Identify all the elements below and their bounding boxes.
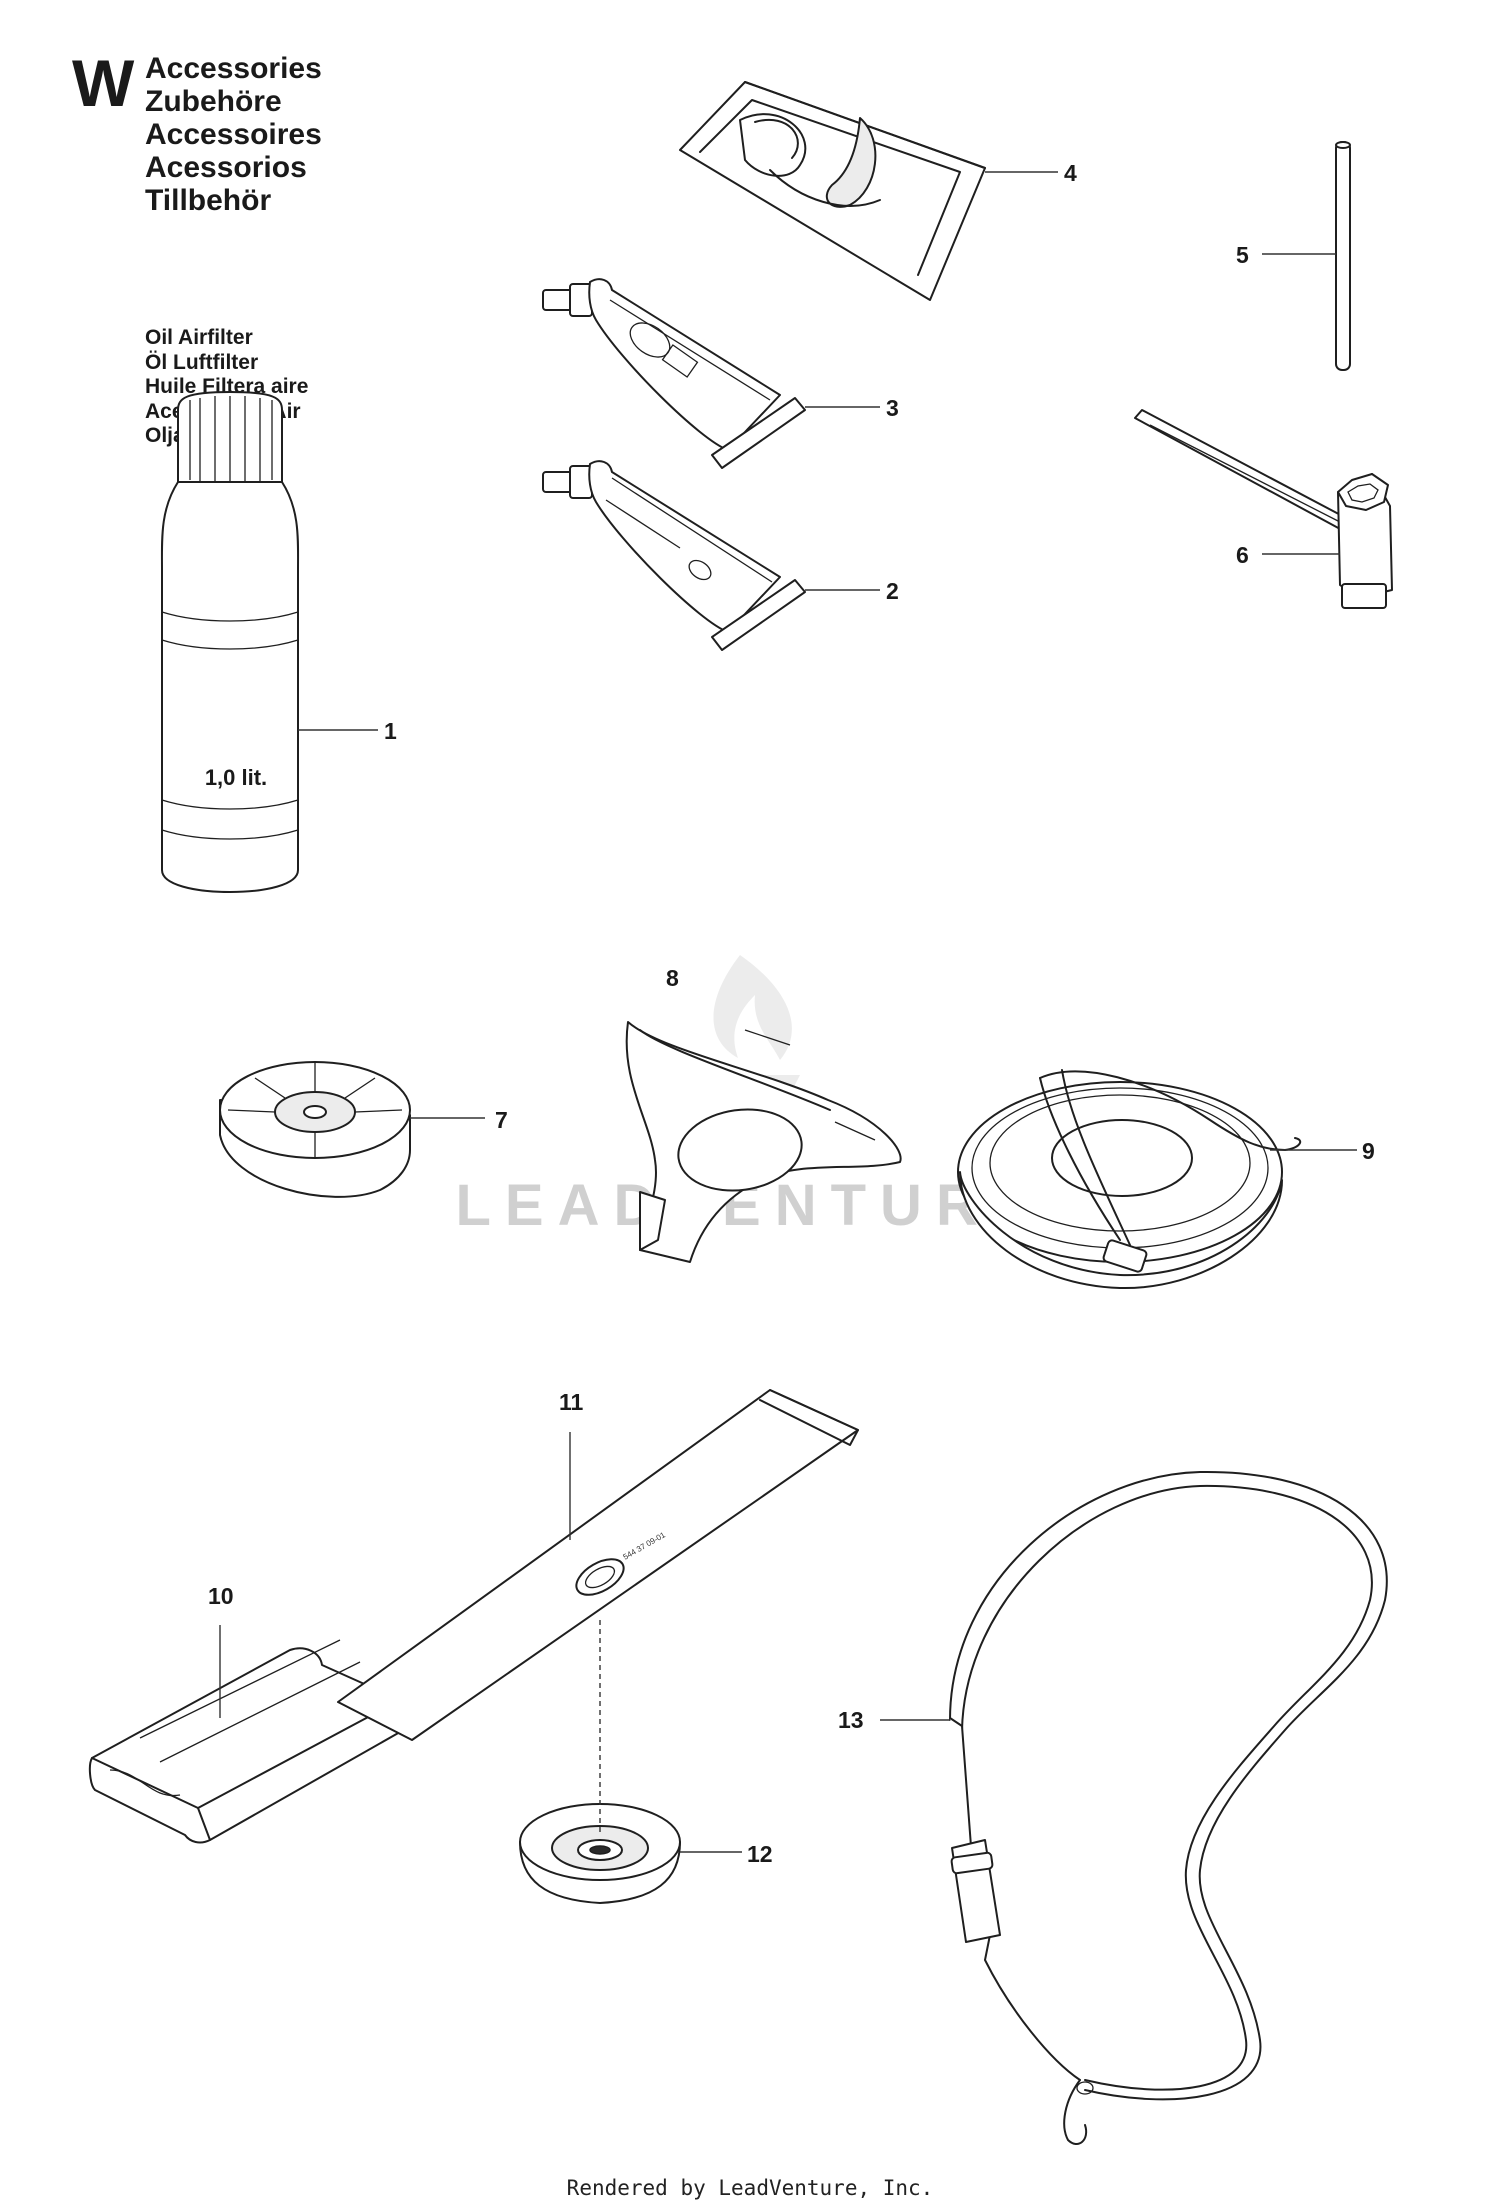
part-12-support-cup [519,1803,681,1904]
part-4-bag [679,81,986,301]
callout-7: 7 [495,1107,508,1133]
callout-11: 11 [559,1389,584,1415]
callout-8: 8 [666,965,679,991]
callout-4: 4 [1064,160,1077,186]
bottle-volume: 1,0 lit. [205,765,267,790]
part-9-guard [957,1069,1302,1290]
leader-lines [219,171,1357,1853]
callouts: 1 2 3 4 5 6 7 8 9 10 11 12 13 [208,160,1375,1867]
callout-1: 1 [384,718,397,744]
part-5-pin [1335,141,1351,371]
part-3-grease-tube [542,278,806,469]
title-pt: Acessorios [145,151,307,184]
footer-credit: Rendered by LeadVenture, Inc. [566,2176,934,2200]
callout-12: 12 [747,1841,773,1867]
oil-label-en: Oil Airfilter [145,326,253,349]
callout-10: 10 [208,1583,234,1609]
title-de: Zubehöre [145,85,282,118]
title-sv: Tillbehör [145,184,272,217]
part-8-spacer [625,1021,902,1263]
title-en: Accessories [145,52,322,85]
part-1-oil-bottle: 1,0 lit. [160,391,300,893]
part-11-blade: 544 37 09-01 [337,1389,859,1741]
part-7-support-cup [219,1061,411,1198]
oil-label-fr: Huile Filtera aire [145,375,309,398]
part-13-harness [949,1470,1388,2145]
part-10-transport-guard [88,1639,401,1844]
oil-label-de: Öl Luftfilter [145,350,259,374]
section-letter: W [72,46,135,120]
callout-9: 9 [1362,1138,1375,1164]
section-title: Accessories Zubehöre Accessoires Acessor… [145,52,322,217]
callout-13: 13 [838,1707,864,1733]
callout-6: 6 [1236,542,1249,568]
callout-2: 2 [886,578,899,604]
callout-3: 3 [886,395,899,421]
part-2-grease-tube [542,460,806,651]
part-6-wrench [1134,409,1393,609]
title-fr: Accessoires [145,118,322,151]
callout-5: 5 [1236,242,1249,268]
